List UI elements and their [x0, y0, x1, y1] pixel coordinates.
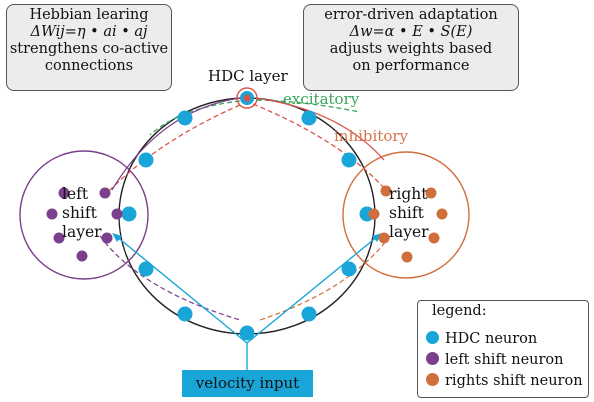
legend-box: legend: HDC neuron left shift neuron rig…: [417, 300, 589, 398]
excitatory-connection-right: [248, 99, 361, 113]
hdc-neuron: [301, 306, 317, 322]
left-label-line-2: shift: [62, 204, 97, 222]
legend-item-hdc: HDC neuron: [426, 330, 537, 348]
left-shift-dashed-path: [99, 235, 241, 321]
legend-title: legend:: [432, 303, 487, 319]
left-shift-neuron-legend-icon: [426, 352, 439, 365]
right-shift-neuron-legend-icon: [426, 373, 439, 386]
right-label-line-1: right: [389, 185, 428, 203]
hdc-neurons: [121, 110, 375, 341]
velocity-input-lines: [115, 235, 379, 370]
legend-label-hdc: HDC neuron: [445, 331, 538, 347]
hebbian-desc-1: strengthens co-active: [9, 41, 169, 57]
left-shift-neuron: [99, 187, 111, 199]
right-shift-neuron: [428, 232, 440, 244]
inhibitory-connection-right: [252, 103, 385, 189]
left-shift-layer-label: left shift layer: [62, 185, 102, 242]
right-shift-neuron: [368, 208, 380, 220]
hdc-active-neuron-outer-ring: [236, 87, 258, 109]
hdc-neuron: [177, 110, 193, 126]
hdc-neuron: [341, 152, 357, 168]
hdc-layer-label: HDC layer: [208, 67, 288, 85]
hdc-neuron: [239, 325, 255, 341]
legend-label-left-shift: left shift neuron: [445, 352, 564, 368]
excitatory-connection-left: [149, 100, 241, 136]
hdc-neuron-legend-icon: [426, 331, 439, 344]
velocity-arrow-left: [112, 233, 122, 242]
left-label-line-1: left: [62, 185, 89, 203]
right-shift-neuron: [436, 208, 448, 220]
hdc-active-neuron-core: [243, 94, 251, 102]
legend-item-left-shift: left shift neuron: [426, 351, 564, 369]
excitatory-label: excitatory: [283, 90, 360, 108]
left-shift-neuron: [76, 250, 88, 262]
right-shift-neuron: [425, 187, 437, 199]
legend-item-right-shift: rights shift neuron: [426, 372, 583, 390]
right-shift-neuron: [380, 185, 392, 197]
error-driven-desc-2: on performance: [352, 58, 470, 74]
right-shift-layer-label: right shift layer: [389, 185, 429, 242]
error-driven-title: error-driven adaptation: [324, 7, 498, 23]
hebbian-learning-box: Hebbian learing ΔWij=η • ai • aj strengt…: [6, 4, 172, 91]
right-shift-layer-circle: [342, 151, 470, 279]
hdc-neuron: [138, 152, 154, 168]
error-driven-formula: Δw=α • E • S(E): [349, 24, 473, 40]
hdc-neuron: [341, 261, 357, 277]
hdc-neuron: [301, 110, 317, 126]
right-shift-neuron: [401, 251, 413, 263]
left-shift-layer-circle: [19, 150, 149, 280]
left-shift-neuron: [101, 232, 113, 244]
right-shift-neurons: [368, 185, 448, 263]
right-label-line-2: shift: [389, 204, 424, 222]
inhibitory-label: inhibitory: [334, 127, 409, 145]
hdc-neuron: [177, 306, 193, 322]
hebbian-desc-2: connections: [44, 58, 134, 74]
inhibitory-connection-left: [109, 104, 241, 191]
legend-label-right-shift: rights shift neuron: [445, 373, 583, 389]
left-shift-solid-link: [111, 97, 241, 191]
right-label-line-3: layer: [389, 223, 429, 241]
error-driven-desc-1: adjusts weights based: [329, 41, 493, 57]
velocity-input-box: velocity input: [182, 370, 313, 397]
hebbian-title: Hebbian learing: [29, 7, 149, 23]
left-label-line-3: layer: [62, 223, 102, 241]
hebbian-formula: ΔWij=η • ai • aj: [30, 24, 148, 40]
hdc-neuron: [121, 206, 137, 222]
error-driven-box: error-driven adaptation Δw=α • E • S(E) …: [303, 4, 519, 91]
left-shift-neurons: [46, 187, 123, 262]
right-shift-neuron: [378, 232, 390, 244]
hdc-neuron: [138, 261, 154, 277]
left-shift-neuron: [46, 208, 58, 220]
inhibitory-solid-right: [255, 97, 385, 161]
left-shift-neuron: [111, 208, 123, 220]
left-shift-neuron: [58, 187, 70, 199]
left-shift-neuron: [53, 232, 65, 244]
